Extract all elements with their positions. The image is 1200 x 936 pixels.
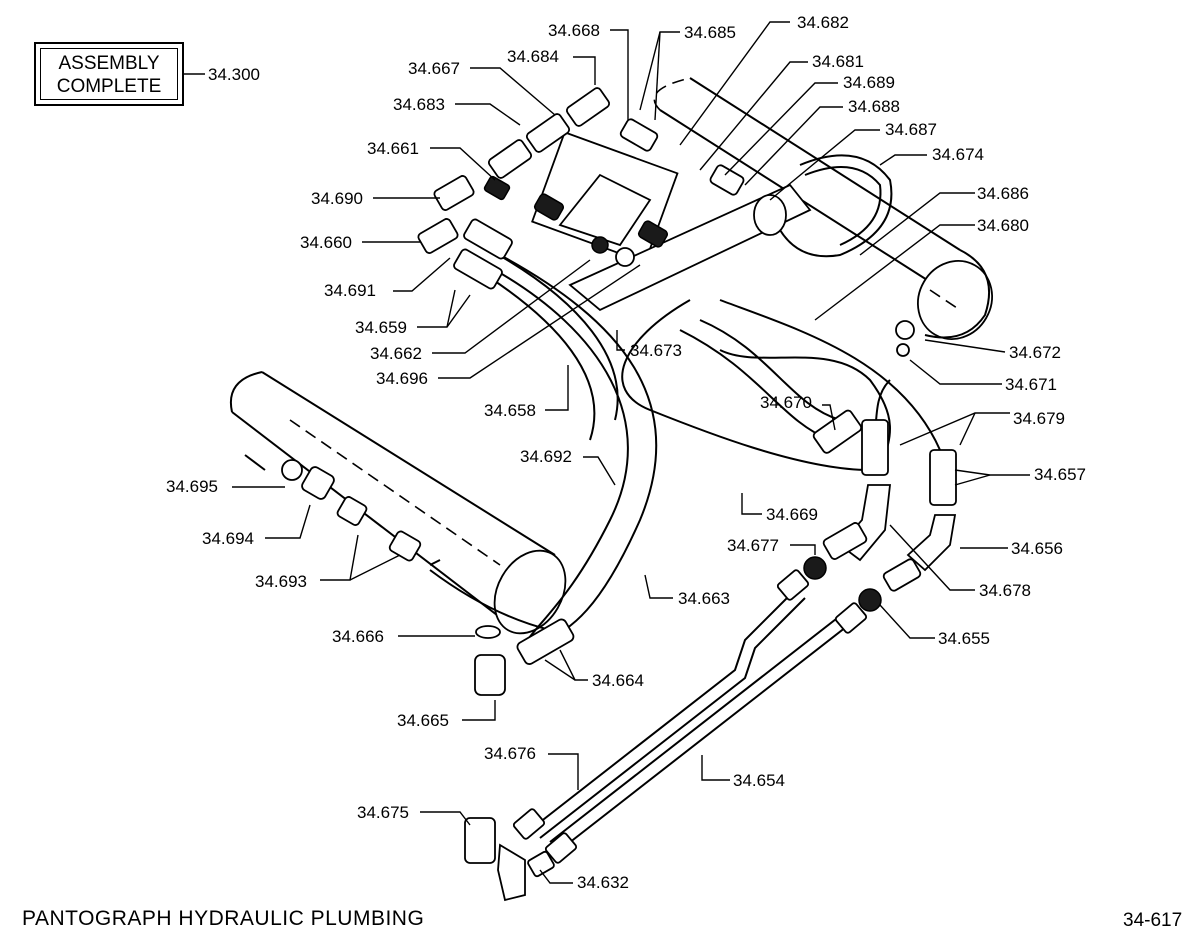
callout-34676: 34.676 bbox=[484, 744, 536, 763]
callout-34664: 34.664 bbox=[592, 671, 644, 690]
callout-34632: 34.632 bbox=[577, 873, 629, 892]
callout-34668: 34.668 bbox=[548, 21, 600, 40]
callout-34662: 34.662 bbox=[370, 344, 422, 363]
page-number: 34-617 bbox=[1123, 910, 1183, 931]
diagram-title: PANTOGRAPH HYDRAULIC PLUMBING bbox=[22, 907, 425, 930]
assembly-label-line2: COMPLETE bbox=[56, 76, 162, 97]
callout-34685: 34.685 bbox=[684, 23, 736, 42]
upper-cylinder bbox=[653, 77, 993, 340]
right-lower-fittings bbox=[803, 409, 957, 612]
callout-34691: 34.691 bbox=[324, 281, 376, 300]
callout-34683: 34.683 bbox=[393, 95, 445, 114]
callout-34695: 34.695 bbox=[166, 477, 218, 496]
callout-34688: 34.688 bbox=[848, 97, 900, 116]
left-end-fittings bbox=[281, 459, 575, 696]
leader-lines bbox=[184, 21, 1030, 884]
callout-34658: 34.658 bbox=[484, 401, 536, 420]
callout-34674: 34.674 bbox=[932, 145, 984, 164]
rigid-tubes bbox=[464, 569, 868, 902]
callout-34690: 34.690 bbox=[311, 189, 363, 208]
callout-34667: 34.667 bbox=[408, 59, 460, 78]
assembly-complete-box: ASSEMBLY COMPLETE bbox=[34, 42, 184, 106]
assembly-label-line1: ASSEMBLY bbox=[58, 53, 160, 74]
callout-34659: 34.659 bbox=[355, 318, 407, 337]
callout-34657: 34.657 bbox=[1034, 465, 1086, 484]
callout-34675: 34.675 bbox=[357, 803, 409, 822]
lower-cylinder bbox=[229, 371, 567, 635]
callout-34655: 34.655 bbox=[938, 629, 990, 648]
callout-34670: 34.670 bbox=[760, 393, 812, 412]
callout-34689: 34.689 bbox=[843, 73, 895, 92]
callout-34679: 34.679 bbox=[1013, 409, 1065, 428]
callout-34672: 34.672 bbox=[1009, 343, 1061, 362]
callout-34677: 34.677 bbox=[727, 536, 779, 555]
callout-34686: 34.686 bbox=[977, 184, 1029, 203]
callout-34661: 34.661 bbox=[367, 139, 419, 158]
callout-34694: 34.694 bbox=[202, 529, 254, 548]
callout-34669: 34.669 bbox=[766, 505, 818, 524]
callout-34656: 34.656 bbox=[1011, 539, 1063, 558]
callout-34671: 34.671 bbox=[1005, 375, 1057, 394]
callout-34684: 34.684 bbox=[507, 47, 559, 66]
manifold-fittings bbox=[281, 87, 957, 902]
callout-34666: 34.666 bbox=[332, 627, 384, 646]
callout-34687: 34.687 bbox=[885, 120, 937, 139]
callout-34682: 34.682 bbox=[797, 13, 849, 32]
callout-34681: 34.681 bbox=[812, 52, 864, 71]
assembly-number: 34.300 bbox=[208, 65, 260, 84]
callout-34696: 34.696 bbox=[376, 369, 428, 388]
callout-34665: 34.665 bbox=[397, 711, 449, 730]
callout-34680: 34.680 bbox=[977, 216, 1029, 235]
callout-34654: 34.654 bbox=[733, 771, 785, 790]
callout-34673: 34.673 bbox=[630, 341, 682, 360]
callout-34678: 34.678 bbox=[979, 581, 1031, 600]
callout-34693: 34.693 bbox=[255, 572, 307, 591]
fittings-cluster bbox=[417, 87, 915, 357]
callout-34663: 34.663 bbox=[678, 589, 730, 608]
callout-34692: 34.692 bbox=[520, 447, 572, 466]
callout-34660: 34.660 bbox=[300, 233, 352, 252]
